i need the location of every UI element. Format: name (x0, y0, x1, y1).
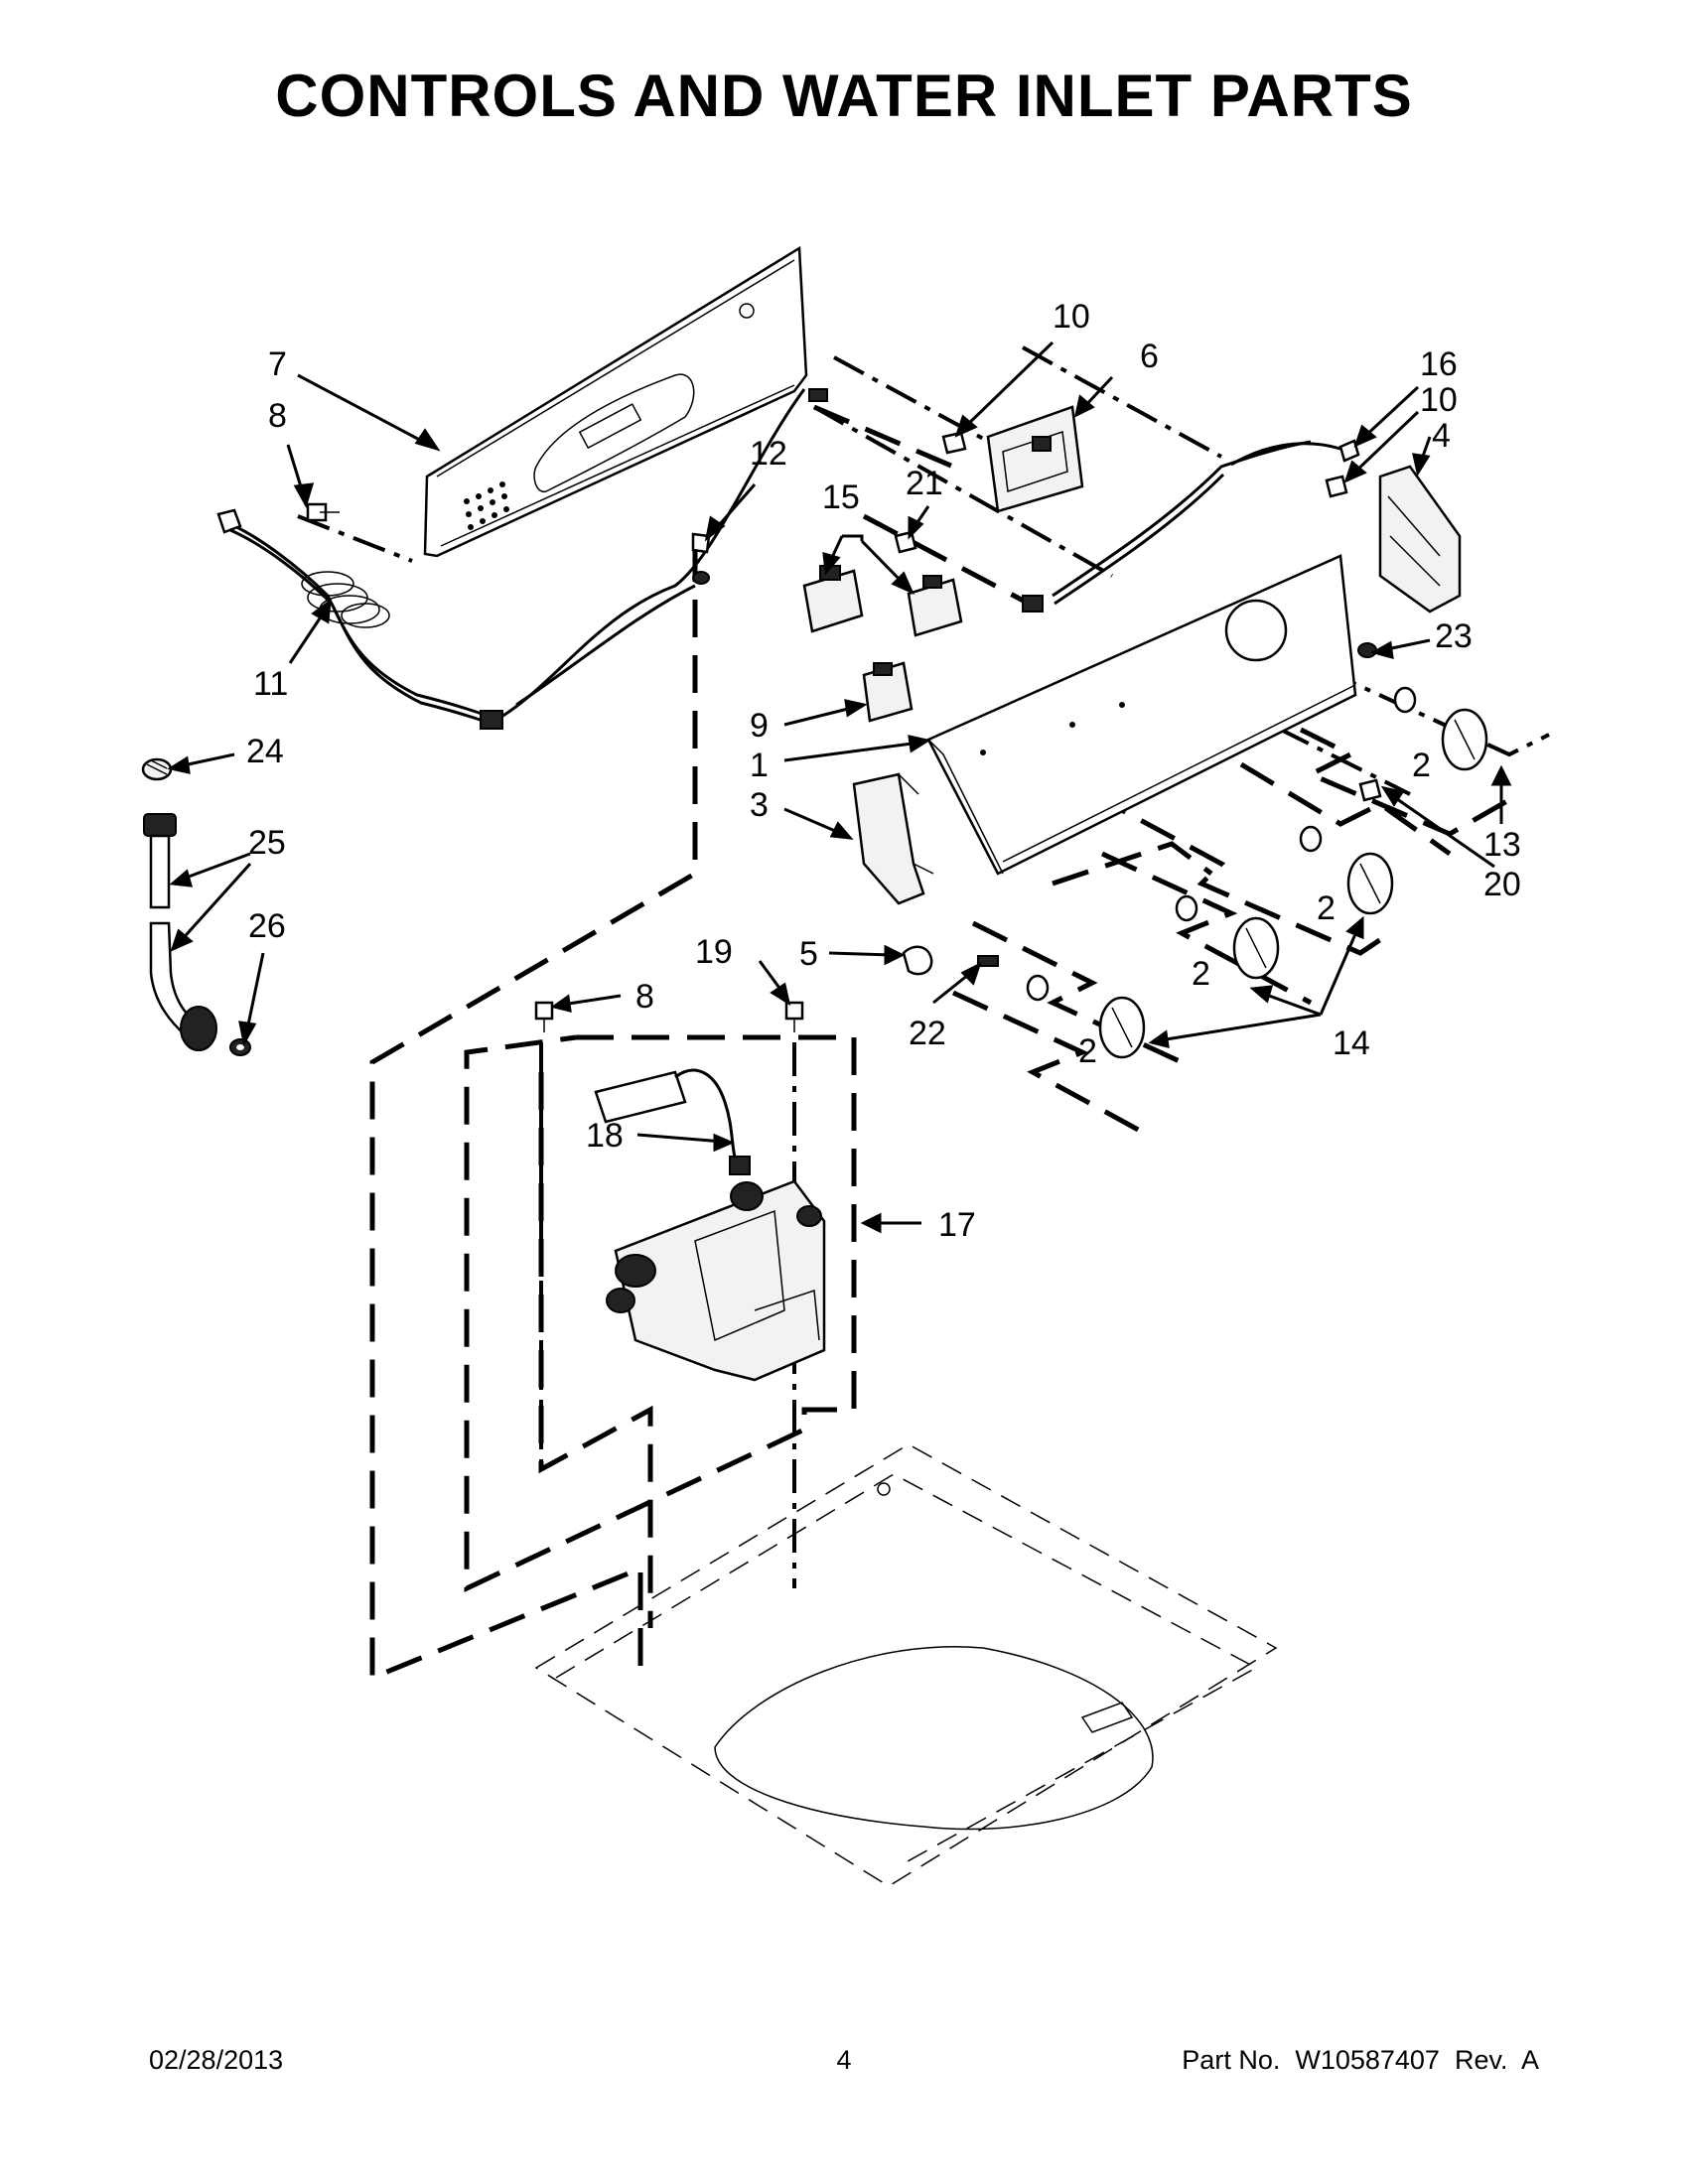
callout-10-right: 10 (1420, 381, 1458, 419)
callout-15: 15 (822, 478, 860, 516)
wiring-part-18 (594, 1068, 751, 1175)
callout-2-a: 2 (1412, 747, 1431, 784)
cabinet-top-part (534, 1443, 1278, 1887)
callout-5: 5 (799, 935, 818, 973)
footer-part-number: Part No. W10587407 Rev. A (1182, 2045, 1539, 2075)
knob-part-14-a (1346, 852, 1394, 915)
switch-part-15-right (907, 575, 963, 637)
callout-21: 21 (906, 465, 943, 502)
nut-part-23 (1357, 642, 1377, 658)
control-harness-part (1022, 440, 1312, 613)
callout-2-c: 2 (1192, 955, 1210, 993)
callout-17: 17 (938, 1206, 976, 1244)
washer-part-26 (229, 1038, 251, 1056)
knob-part-14-c (1098, 996, 1146, 1059)
connector-part-16 (1230, 439, 1360, 467)
sleeve-part-2-d (1026, 974, 1050, 1002)
callout-24: 24 (246, 733, 284, 770)
callout-2-d: 2 (1078, 1032, 1097, 1070)
footer-date: 02/28/2013 (149, 2045, 284, 2075)
callout-10-upper: 10 (1053, 298, 1090, 336)
page-title: CONTROLS AND WATER INLET PARTS (275, 63, 1413, 129)
callout-8-upper: 8 (268, 397, 287, 435)
end-cap-part-4 (1378, 465, 1462, 614)
callout-7: 7 (268, 345, 287, 383)
callout-14: 14 (1333, 1024, 1370, 1062)
clip-part-12 (691, 532, 711, 585)
callout-2-b: 2 (1317, 889, 1336, 927)
callout-18: 18 (586, 1117, 624, 1155)
screw-part-10-right (1325, 475, 1348, 498)
sleeve-part-2-c (1175, 894, 1198, 922)
knob-part-13 (1441, 708, 1488, 771)
bracket-part-22 (977, 955, 999, 967)
footer-page-number: 4 (836, 2045, 852, 2075)
callout-25: 25 (248, 824, 286, 862)
bracket-part-3 (852, 772, 934, 905)
callout-6: 6 (1140, 338, 1159, 375)
callout-20: 20 (1483, 866, 1521, 903)
knob-part-14-b (1232, 916, 1280, 980)
inlet-screen-part-24 (141, 757, 173, 781)
callout-12: 12 (750, 435, 787, 473)
callout-4: 4 (1432, 417, 1451, 455)
callout-1: 1 (750, 747, 769, 784)
screw-part-20 (1358, 778, 1382, 802)
callout-11: 11 (253, 665, 288, 703)
console-part (926, 554, 1357, 876)
switch-part-15-left (802, 565, 864, 633)
water-valve-part-17 (606, 1179, 826, 1382)
sleeve-part-2-b (1299, 825, 1323, 853)
switch-part-9 (862, 661, 914, 723)
inlet-hose-part-25 (143, 813, 217, 1051)
clip-part-5 (902, 945, 933, 976)
screw-part-8-upper (306, 502, 340, 522)
phantom-lines (297, 345, 1550, 1682)
leader-arrows (167, 341, 1512, 1234)
callout-16: 16 (1420, 345, 1458, 383)
screw-part-8-lower (534, 1001, 554, 1032)
screw-part-10-upper (941, 431, 967, 455)
power-cord-part (216, 388, 828, 730)
callout-22: 22 (909, 1015, 946, 1052)
control-board-part (986, 405, 1084, 513)
callout-26: 26 (248, 907, 286, 945)
callout-9: 9 (750, 707, 769, 745)
callout-19: 19 (695, 933, 733, 971)
callout-23: 23 (1435, 617, 1473, 655)
callout-8-lower: 8 (635, 978, 654, 1016)
callout-13: 13 (1483, 826, 1521, 864)
callout-3: 3 (750, 786, 769, 824)
backguard-panel-part (423, 245, 808, 558)
screw-part-19 (784, 1001, 804, 1032)
sleeve-part-2-a (1393, 686, 1417, 714)
callout-labels: 7 8 12 11 24 25 26 10 6 16 10 4 15 21 23… (246, 298, 1521, 1244)
